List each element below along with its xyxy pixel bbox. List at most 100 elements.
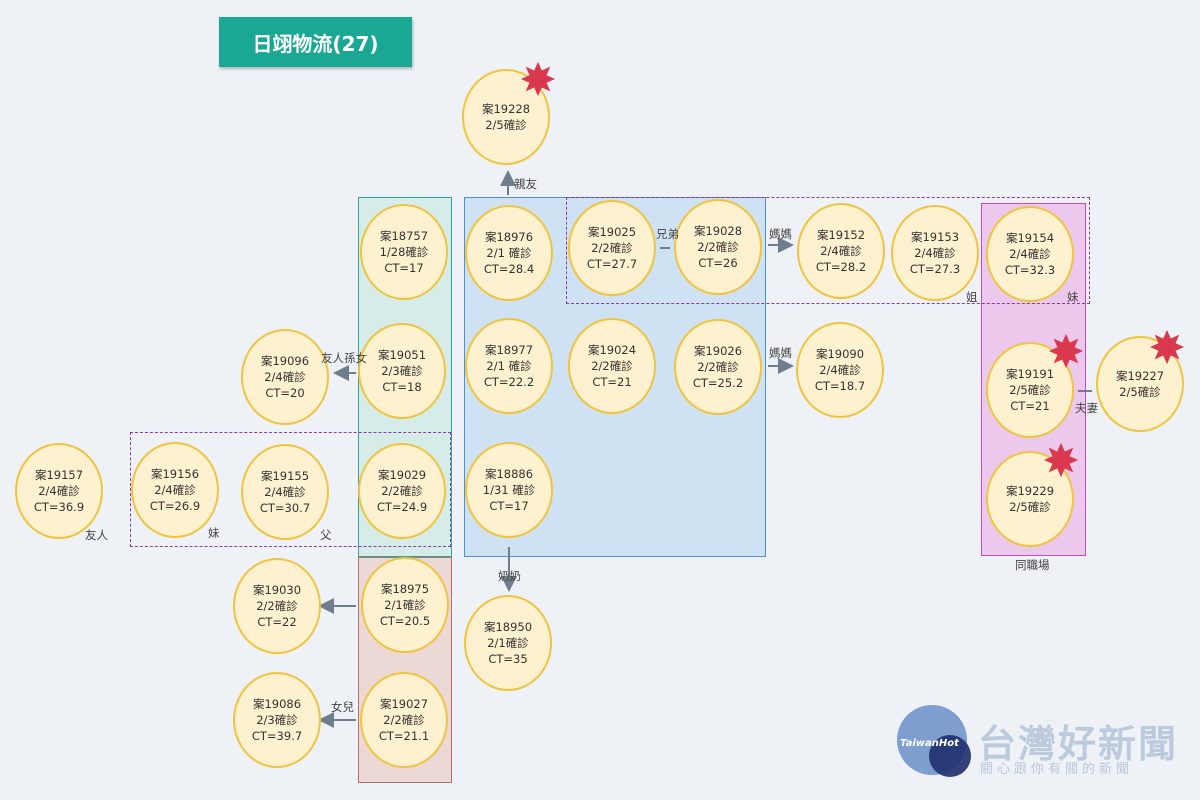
case-id: 案19030 [252,583,302,597]
star-icon [1048,333,1084,369]
case-date: 2/2確診 [383,713,425,727]
case-id: 案19096 [260,354,310,368]
case-id: 案19029 [377,468,427,482]
case-node-18757: 案18757 1/28確診 CT=17 [360,204,448,300]
case-date: 2/4確診 [264,370,306,384]
case-id: 案19156 [150,467,200,481]
relation-label: 奶奶 [498,569,521,583]
case-node-19026: 案19026 2/2確診 CT=25.2 [674,319,762,415]
relation-label: 媽媽 [769,227,792,241]
case-date: 2/2確診 [381,484,423,498]
case-ct: CT=26.9 [149,499,201,513]
case-node-19155: 案19155 2/4確診 CT=30.7 [241,444,329,540]
case-id: 案18886 [484,467,534,481]
case-node-18886: 案18886 1/31 確診 CT=17 [465,442,553,538]
case-id: 案19153 [910,230,960,244]
case-ct: CT=39.7 [251,729,303,743]
case-id: 案19086 [252,697,302,711]
case-ct: CT=21 [1010,399,1050,413]
watermark-logo-text: TaiwanHot [900,738,959,749]
relation-label: 妹 [208,526,220,540]
case-date: 2/2確診 [591,359,633,373]
case-date: 2/4確診 [38,484,80,498]
case-node-19156: 案19156 2/4確診 CT=26.9 [131,442,219,538]
relation-label: 父 [320,528,332,542]
case-ct: CT=20.5 [379,614,431,628]
case-ct: CT=17 [489,499,529,513]
relation-label: 女兒 [331,700,354,714]
case-node-19051: 案19051 2/3確診 CT=18 [358,323,446,419]
case-node-19030: 案19030 2/2確診 CT=22 [233,558,321,654]
case-date: 2/5確診 [1119,385,1161,399]
case-node-19027: 案19027 2/2確診 CT=21.1 [360,672,448,768]
case-node-19157: 案19157 2/4確診 CT=36.9 [15,443,103,539]
group-label-workplace: 同職場 [1015,558,1050,572]
case-date: 2/4確診 [154,483,196,497]
case-node-19029: 案19029 2/2確診 CT=24.9 [358,443,446,539]
watermark-slogan: 關心跟你有關的新聞 [980,762,1134,777]
case-date: 2/4確診 [819,363,861,377]
case-id: 案18975 [380,582,430,596]
case-id: 案19028 [693,224,743,238]
relation-label: 友人孫女 [321,351,367,365]
family-group-left-dashed [130,432,451,547]
star-icon [520,61,556,97]
case-date: 2/5確診 [1009,383,1051,397]
case-date: 2/1 確診 [486,246,532,260]
case-node-19025: 案19025 2/2確診 CT=27.7 [568,200,656,296]
case-id: 案19227 [1115,369,1165,383]
relation-label: 妹 [1067,290,1079,304]
relation-label: 媽媽 [769,346,792,360]
star-icon [1043,442,1079,478]
case-date: 2/3確診 [381,364,423,378]
case-node-18950: 案18950 2/1確診 CT=35 [464,595,552,691]
case-ct: CT=26 [698,256,738,270]
case-id: 案19229 [1005,484,1055,498]
case-ct: CT=21 [592,375,632,389]
case-ct: CT=25.2 [692,376,744,390]
case-date: 1/31 確診 [482,483,536,497]
case-ct: CT=21.1 [378,729,430,743]
case-date: 2/2確診 [591,241,633,255]
case-id: 案18757 [379,229,429,243]
case-ct: CT=18 [382,380,422,394]
case-id: 案19027 [379,697,429,711]
watermark-logo: TaiwanHot [897,705,975,783]
case-ct: CT=22.2 [483,375,535,389]
case-date: 2/5確診 [485,118,527,132]
case-date: 2/5確診 [1009,500,1051,514]
case-node-19152: 案19152 2/4確診 CT=28.2 [797,203,885,299]
case-node-18977: 案18977 2/1 確診 CT=22.2 [465,318,553,414]
case-ct: CT=36.9 [33,500,85,514]
relation-label: 兄弟 [656,227,679,241]
case-ct: CT=30.7 [259,501,311,515]
relation-label: 友人 [85,528,108,542]
case-node-19096: 案19096 2/4確診 CT=20 [241,329,329,425]
case-node-19086: 案19086 2/3確診 CT=39.7 [233,672,321,768]
case-date: 2/1確診 [487,636,529,650]
case-date: 2/2確診 [256,599,298,613]
case-id: 案19154 [1005,231,1055,245]
case-id: 案19228 [481,102,531,116]
case-node-18976: 案18976 2/1 確診 CT=28.4 [465,205,553,301]
case-node-19090: 案19090 2/4確診 CT=18.7 [796,322,884,418]
case-date: 2/3確診 [256,713,298,727]
case-date: 2/1確診 [384,598,426,612]
case-node-19153: 案19153 2/4確診 CT=27.3 [891,205,979,301]
star-icon [1149,329,1185,365]
diagram-title: 日翊物流(27) [219,17,412,67]
case-ct: CT=24.9 [376,500,428,514]
relation-label: 姐 [966,290,978,304]
case-id: 案19152 [816,228,866,242]
case-node-19154: 案19154 2/4確診 CT=32.3 [986,206,1074,302]
family-group-top-dashed [566,197,1090,304]
case-id: 案19051 [377,348,427,362]
case-id: 案19191 [1005,367,1055,381]
case-id: 案19157 [34,468,84,482]
watermark-name: 台灣好新聞 [978,722,1179,766]
case-node-19024: 案19024 2/2確診 CT=21 [568,318,656,414]
case-id: 案19024 [587,343,637,357]
case-ct: CT=28.2 [815,260,867,274]
case-ct: CT=17 [384,261,424,275]
